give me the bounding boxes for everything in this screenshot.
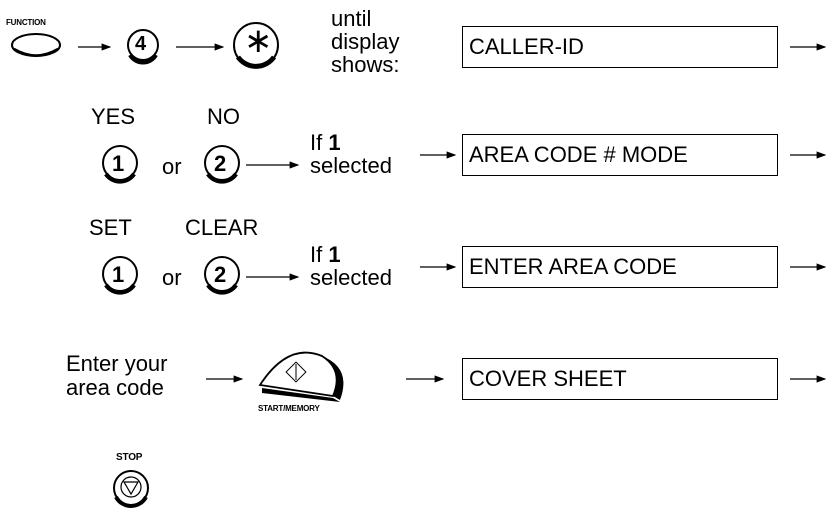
or-label-row2: or (162, 154, 182, 179)
area-code-text: area code (66, 375, 164, 400)
if-text-row3: If 1 (310, 242, 341, 267)
set-label: SET (89, 215, 132, 240)
start-memory-button-icon (258, 351, 344, 402)
until-line-1: until (331, 6, 372, 31)
key-2-label-row2: 2 (214, 151, 227, 176)
yes-label: YES (91, 104, 136, 129)
display-enter-area-code: ENTER AREA CODE (462, 246, 778, 288)
key-2-icon-row2 (204, 145, 240, 184)
stop-button-icon (113, 470, 149, 508)
selected-text-row2: selected (310, 153, 392, 178)
key-1-icon-row2 (102, 145, 138, 184)
until-line-3: shows: (331, 52, 400, 77)
key-4-icon (127, 29, 159, 65)
star-key-icon (233, 22, 279, 69)
or-label-row3: or (162, 265, 182, 290)
display-caller-id: CALLER-ID (462, 26, 778, 68)
no-label: NO (207, 104, 240, 129)
key-1-icon-row3 (102, 256, 138, 295)
function-label: FUNCTION (6, 18, 46, 27)
key-1-label-row2: 1 (112, 151, 125, 176)
if-text-row2: If 1 (310, 130, 341, 155)
key-2-icon-row3 (204, 256, 240, 295)
display-area-code-mode: AREA CODE # MODE (462, 134, 778, 176)
key-1-label-row3: 1 (112, 262, 125, 287)
key-4-label: 4 (135, 33, 147, 55)
stop-label: STOP (116, 452, 143, 463)
enter-your-text: Enter your (66, 351, 168, 376)
key-2-label-row3: 2 (214, 262, 227, 287)
star-key-label: ∗ (244, 22, 273, 60)
selected-text-row3: selected (310, 265, 392, 290)
start-memory-label: START/MEMORY (258, 404, 320, 413)
function-button-icon (11, 33, 61, 57)
display-cover-sheet: COVER SHEET (462, 358, 778, 400)
clear-label: CLEAR (185, 215, 259, 240)
until-line-2: display (331, 29, 400, 54)
